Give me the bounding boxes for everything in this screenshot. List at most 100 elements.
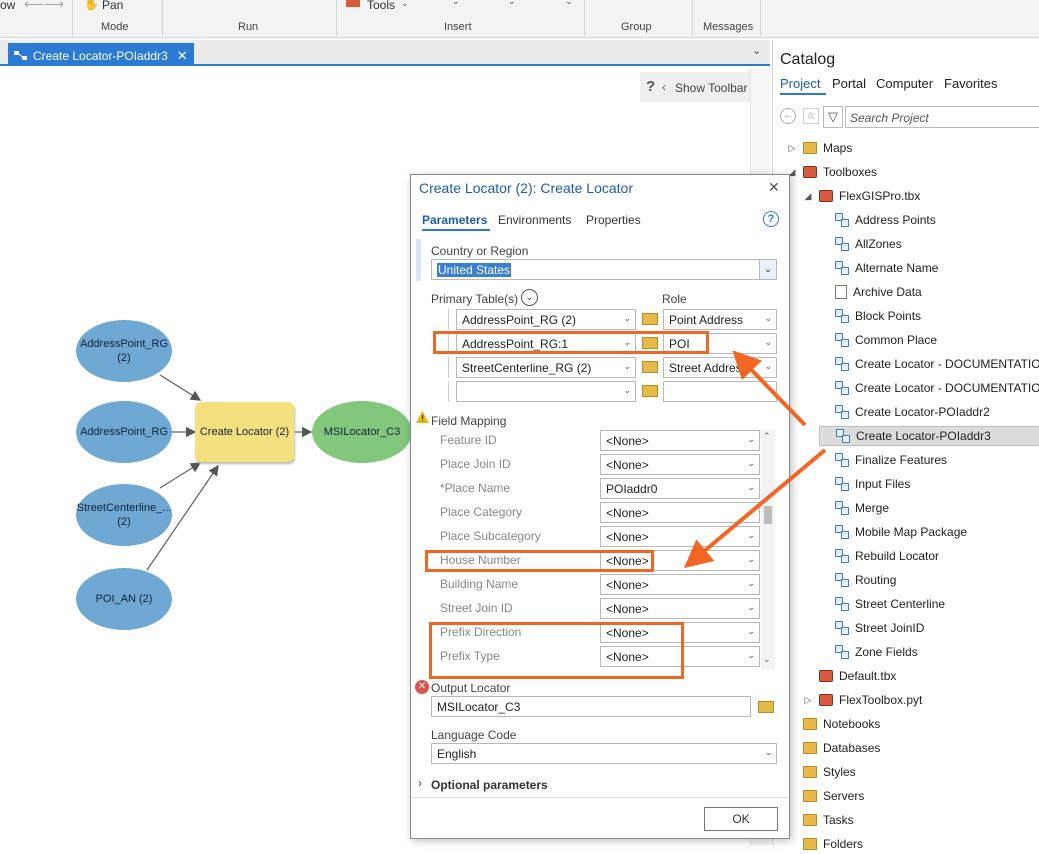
catalog-tree-item[interactable]: Folders <box>787 834 863 854</box>
field-mapping-select[interactable]: <None>⌄ <box>600 646 760 667</box>
catalog-tree-item[interactable]: Block Points <box>819 306 921 326</box>
catalog-tree-item[interactable]: Common Place <box>819 330 937 350</box>
field-mapping-select[interactable]: <None>⌄ <box>600 502 760 523</box>
primary-table-select[interactable]: StreetCenterline_RG (2)⌄ <box>456 357 636 378</box>
help-icon[interactable]: ? <box>763 211 779 227</box>
catalog-tree-item[interactable]: Tasks <box>787 810 854 830</box>
catalog-tree-item[interactable]: ◢Toolboxes <box>787 162 878 182</box>
tab-environments[interactable]: Environments <box>498 213 572 227</box>
close-icon[interactable]: ✕ <box>176 48 188 63</box>
catalog-tab-project[interactable]: Project <box>780 76 821 91</box>
role-select[interactable]: Point Address⌄ <box>663 309 777 330</box>
field-mapping-select[interactable]: POIaddr0⌄ <box>600 478 760 499</box>
catalog-tree-item[interactable]: Create Locator-POIaddr2 <box>819 402 990 422</box>
role-select[interactable]: Street Address⌄ <box>663 357 777 378</box>
model-output-node[interactable]: MSILocator_C3 <box>312 401 412 463</box>
field-mapping-select[interactable]: <None>⌄ <box>600 454 760 475</box>
folder-icon[interactable] <box>642 337 658 349</box>
catalog-tree-item[interactable]: Archive Data <box>819 282 922 302</box>
catalog-tree-item[interactable]: Input Files <box>819 474 910 494</box>
catalog-tree-item[interactable]: Styles <box>787 762 856 782</box>
catalog-tree-item[interactable]: Zone Fields <box>819 642 918 662</box>
catalog-tree-item[interactable]: Databases <box>787 738 880 758</box>
tools-button[interactable]: Tools <box>367 0 396 12</box>
chevron-right-icon[interactable]: › <box>418 776 422 790</box>
optional-parameters-toggle[interactable]: Optional parameters <box>431 778 548 792</box>
model-input-node[interactable]: StreetCenterline_... (2) <box>76 484 172 546</box>
role-select[interactable]: POI⌄ <box>663 333 777 354</box>
catalog-tab-portal[interactable]: Portal <box>832 76 866 91</box>
show-toolbar-button[interactable]: Show Toolbar <box>675 81 748 95</box>
catalog-tree-item[interactable]: Alternate Name <box>819 258 938 278</box>
field-mapping-select[interactable]: <None>⌄ <box>600 574 760 595</box>
field-mapping-select[interactable]: <None>⌄ <box>600 622 760 643</box>
chevron-down-icon[interactable]: ⌄ <box>508 0 516 6</box>
catalog-tree-item[interactable]: Create Locator - DOCUMENTATION <box>819 378 1039 398</box>
catalog-tree-item[interactable]: ◢FlexGISPro.tbx <box>803 186 921 206</box>
field-mapping-scrollbar[interactable]: ⌃ ⌄ <box>761 430 775 670</box>
catalog-tree-item[interactable]: Address Points <box>819 210 936 230</box>
row-handle[interactable] <box>431 381 449 402</box>
show-toolbar-bar[interactable]: ? ‹ Show Toolbar <box>640 72 750 102</box>
primary-table-select[interactable]: AddressPoint_RG (2)⌄ <box>456 309 636 330</box>
filter-icon[interactable]: ▽ <box>823 106 843 128</box>
back-icon[interactable]: ← <box>780 108 796 124</box>
catalog-tree-item[interactable]: Merge <box>819 498 889 518</box>
catalog-tree-item[interactable]: Mobile Map Package <box>819 522 967 542</box>
field-mapping-select[interactable]: <None>⌄ <box>600 430 760 451</box>
scroll-down-icon[interactable]: ⌄ <box>763 654 771 664</box>
catalog-tree-item[interactable]: Create Locator-POIaddr3 <box>819 426 1039 446</box>
search-field[interactable]: Search Project <box>845 106 1039 128</box>
catalog-tab-computer[interactable]: Computer <box>876 76 934 91</box>
model-tool-node[interactable]: Create Locator (2) <box>195 402 294 462</box>
chevron-down-circle-icon[interactable]: ⌄ <box>521 289 538 306</box>
chevron-down-icon[interactable]: ⌄ <box>759 260 776 279</box>
catalog-tree-item[interactable]: Routing <box>819 570 896 590</box>
chevron-down-icon[interactable]: ⌄ <box>565 0 573 6</box>
role-select[interactable] <box>663 381 777 402</box>
expand-toggle-icon[interactable]: ◢ <box>788 166 796 177</box>
chevron-down-icon[interactable]: ⌄ <box>752 45 762 57</box>
catalog-tree-item[interactable]: Street Centerline <box>819 594 945 614</box>
catalog-tree-item[interactable]: Notebooks <box>787 714 880 734</box>
pan-button[interactable]: Pan <box>102 0 124 12</box>
home-icon[interactable]: ⌂ <box>803 108 819 124</box>
catalog-tree-item[interactable]: Street JoinID <box>819 618 924 638</box>
model-input-node[interactable]: AddressPoint_RG (2) <box>76 320 172 382</box>
output-locator-field[interactable]: MSILocator_C3 <box>431 696 751 717</box>
catalog-tree-item[interactable]: ▷Maps <box>787 138 853 158</box>
primary-table-select[interactable]: ⌄ <box>456 381 636 402</box>
field-mapping-select[interactable]: <None>⌄ <box>600 550 760 571</box>
forward-arrow-icon[interactable]: ⟶ <box>44 0 65 12</box>
expand-toggle-icon[interactable]: ▷ <box>804 694 812 705</box>
catalog-tree-item[interactable]: ▷FlexToolbox.pyt <box>803 690 923 710</box>
language-code-select[interactable]: English ⌄ <box>431 743 777 764</box>
model-input-node[interactable]: AddressPoint_RG <box>76 401 172 463</box>
tab-properties[interactable]: Properties <box>586 213 641 227</box>
model-input-node[interactable]: POI_AN (2) <box>76 568 172 630</box>
country-select[interactable]: United States ⌄ <box>431 259 777 280</box>
ok-button[interactable]: OK <box>704 807 778 831</box>
help-icon[interactable]: ? <box>646 78 656 95</box>
scroll-up-icon[interactable]: ⌃ <box>763 431 771 441</box>
field-mapping-select[interactable]: <None>⌄ <box>600 526 760 547</box>
folder-icon[interactable] <box>758 701 774 713</box>
catalog-tree-item[interactable]: Default.tbx <box>803 666 896 686</box>
tab-parameters[interactable]: Parameters <box>422 213 488 227</box>
row-handle[interactable] <box>431 309 449 330</box>
catalog-tree-item[interactable]: Create Locator - DOCUMENTATION <box>819 354 1039 374</box>
chevron-down-icon[interactable]: ⌄ <box>452 0 460 6</box>
primary-table-select[interactable]: AddressPoint_RG:1⌄ <box>456 333 636 354</box>
catalog-tree-item[interactable]: Servers <box>787 786 864 806</box>
chevron-down-icon[interactable]: ⌄ <box>401 0 409 8</box>
catalog-tab-favorites[interactable]: Favorites <box>944 76 998 91</box>
scroll-thumb[interactable] <box>764 506 772 524</box>
catalog-tree-item[interactable]: Rebuild Locator <box>819 546 939 566</box>
folder-icon[interactable] <box>642 385 658 397</box>
close-icon[interactable]: ✕ <box>768 179 780 195</box>
expand-toggle-icon[interactable]: ◢ <box>804 190 812 201</box>
row-handle[interactable] <box>431 357 449 378</box>
back-arrow-icon[interactable]: ⟵ <box>24 0 45 12</box>
folder-icon[interactable] <box>642 313 658 325</box>
catalog-tree-item[interactable]: AllZones <box>819 234 902 254</box>
